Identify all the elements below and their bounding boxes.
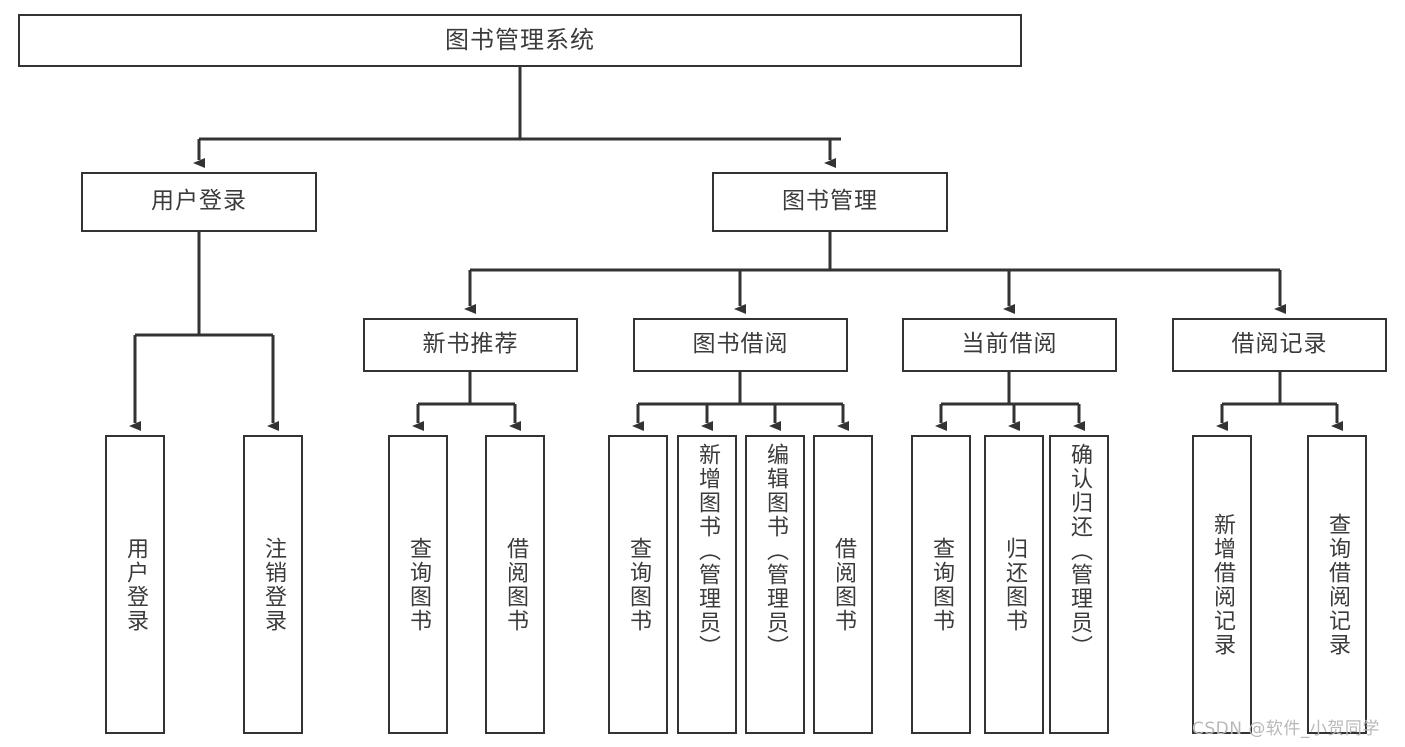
node-new-book-recommend[interactable]: 新书推荐: [363, 318, 578, 372]
leaf-label: 借阅图书: [830, 536, 856, 633]
leaf-label: 新增借阅记录: [1209, 512, 1235, 657]
leaf-label: 新增图书（管理员）: [694, 443, 720, 659]
leaf-label: 查询图书: [405, 536, 431, 633]
leaf-label: 编辑图书（管理员）: [762, 443, 788, 659]
node-current-borrow[interactable]: 当前借阅: [902, 318, 1117, 372]
leaf-query-record[interactable]: 查询借阅记录: [1307, 435, 1367, 734]
leaf-label: 归还图书: [1001, 536, 1027, 633]
leaf-edit-book[interactable]: 编辑图书（管理员）: [745, 435, 805, 734]
leaf-return-book[interactable]: 归还图书: [984, 435, 1044, 734]
leaf-label: 确认归还（管理员）: [1066, 443, 1092, 659]
leaf-query-book-rec[interactable]: 查询图书: [388, 435, 448, 734]
leaf-query-book-current[interactable]: 查询图书: [911, 435, 971, 734]
leaf-add-book[interactable]: 新增图书（管理员）: [677, 435, 737, 734]
csdn-watermark: CSDN @软件_小贺同学: [1192, 719, 1380, 739]
leaf-add-record[interactable]: 新增借阅记录: [1192, 435, 1252, 734]
node-book-management[interactable]: 图书管理: [712, 172, 948, 232]
leaf-label: 查询图书: [625, 536, 651, 633]
node-book-borrow[interactable]: 图书借阅: [633, 318, 848, 372]
leaf-query-book-borrow[interactable]: 查询图书: [608, 435, 668, 734]
leaf-label: 用户登录: [122, 536, 148, 633]
leaf-confirm-return[interactable]: 确认归还（管理员）: [1049, 435, 1109, 734]
leaf-borrow-book[interactable]: 借阅图书: [813, 435, 873, 734]
leaf-label: 借阅图书: [502, 536, 528, 633]
node-root-图书管理系统[interactable]: 图书管理系统: [18, 14, 1022, 67]
leaf-label: 查询借阅记录: [1324, 512, 1350, 657]
leaf-borrow-book-rec[interactable]: 借阅图书: [485, 435, 545, 734]
leaf-user-login[interactable]: 用户登录: [105, 435, 165, 734]
leaf-logout[interactable]: 注销登录: [243, 435, 303, 734]
leaf-label: 注销登录: [260, 536, 286, 633]
node-borrow-record[interactable]: 借阅记录: [1172, 318, 1387, 372]
node-user-login[interactable]: 用户登录: [81, 172, 317, 232]
leaf-label: 查询图书: [928, 536, 954, 633]
